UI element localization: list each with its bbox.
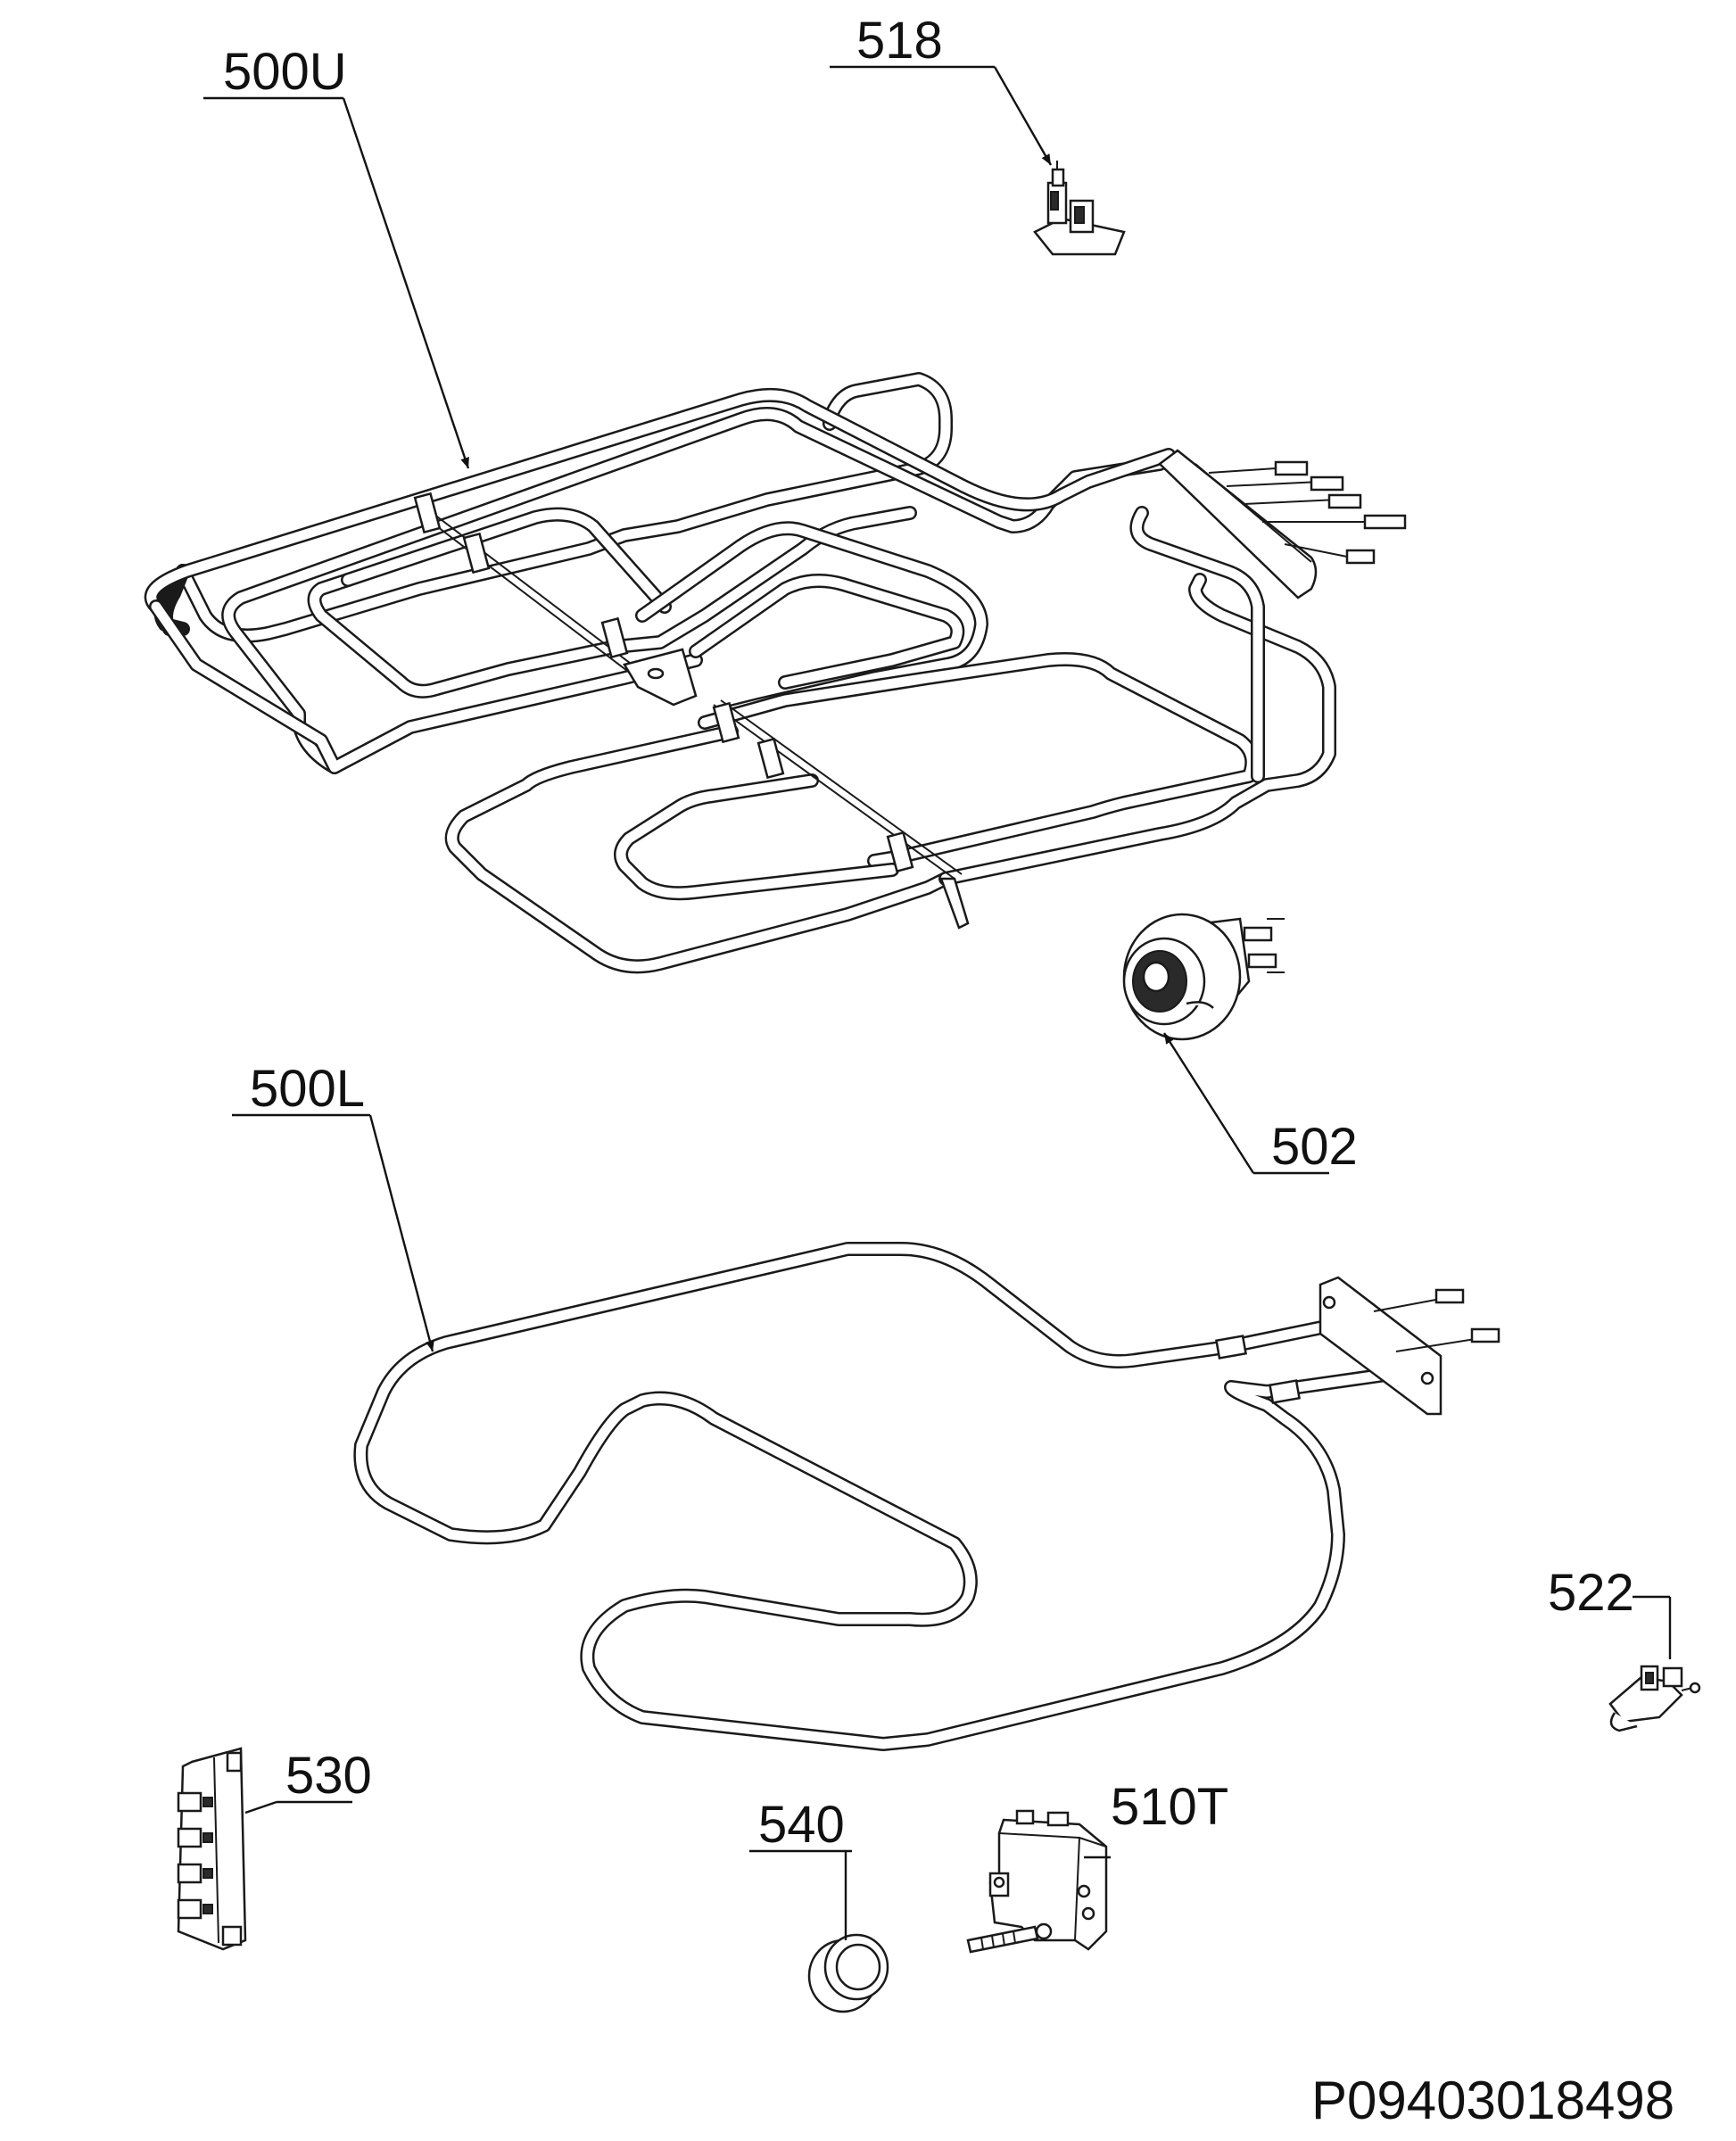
terminal-pins-500U: [1208, 460, 1407, 565]
callout-522: 522: [1548, 1564, 1672, 1659]
callout-530: 530: [244, 1747, 372, 1814]
callout-500L: 500L: [232, 1060, 434, 1352]
callout-label-502: 502: [1271, 1118, 1358, 1176]
callout-label-510T: 510T: [1111, 1778, 1228, 1836]
callout-518: 518: [830, 12, 1053, 166]
thermostat-518[interactable]: [1033, 161, 1126, 256]
bushing-ring-540[interactable]: [807, 1933, 889, 2013]
callout-label-500L: 500L: [250, 1060, 365, 1118]
part-522[interactable]: [1608, 1665, 1701, 1732]
callout-510T: 510T: [1084, 1778, 1228, 1859]
document-code: P09403018498: [1311, 2071, 1674, 2130]
callout-502: 502: [1162, 1032, 1358, 1176]
upper-heating-element-500U[interactable]: [144, 372, 1407, 974]
oven-lamp-502[interactable]: [1122, 913, 1285, 1041]
callout-label-518: 518: [856, 12, 943, 70]
lower-heating-element-500L[interactable]: [353, 1242, 1500, 1751]
callout-label-500U: 500U: [223, 43, 347, 101]
callout-label-540: 540: [758, 1796, 845, 1854]
callout-label-522: 522: [1548, 1564, 1634, 1622]
thermal-module-510T[interactable]: [966, 1809, 1108, 1954]
callout-540: 540: [749, 1796, 852, 1940]
terminal-block-530[interactable]: [177, 1747, 247, 1951]
callout-label-530: 530: [285, 1747, 372, 1805]
callout-500U: 500U: [203, 43, 470, 469]
